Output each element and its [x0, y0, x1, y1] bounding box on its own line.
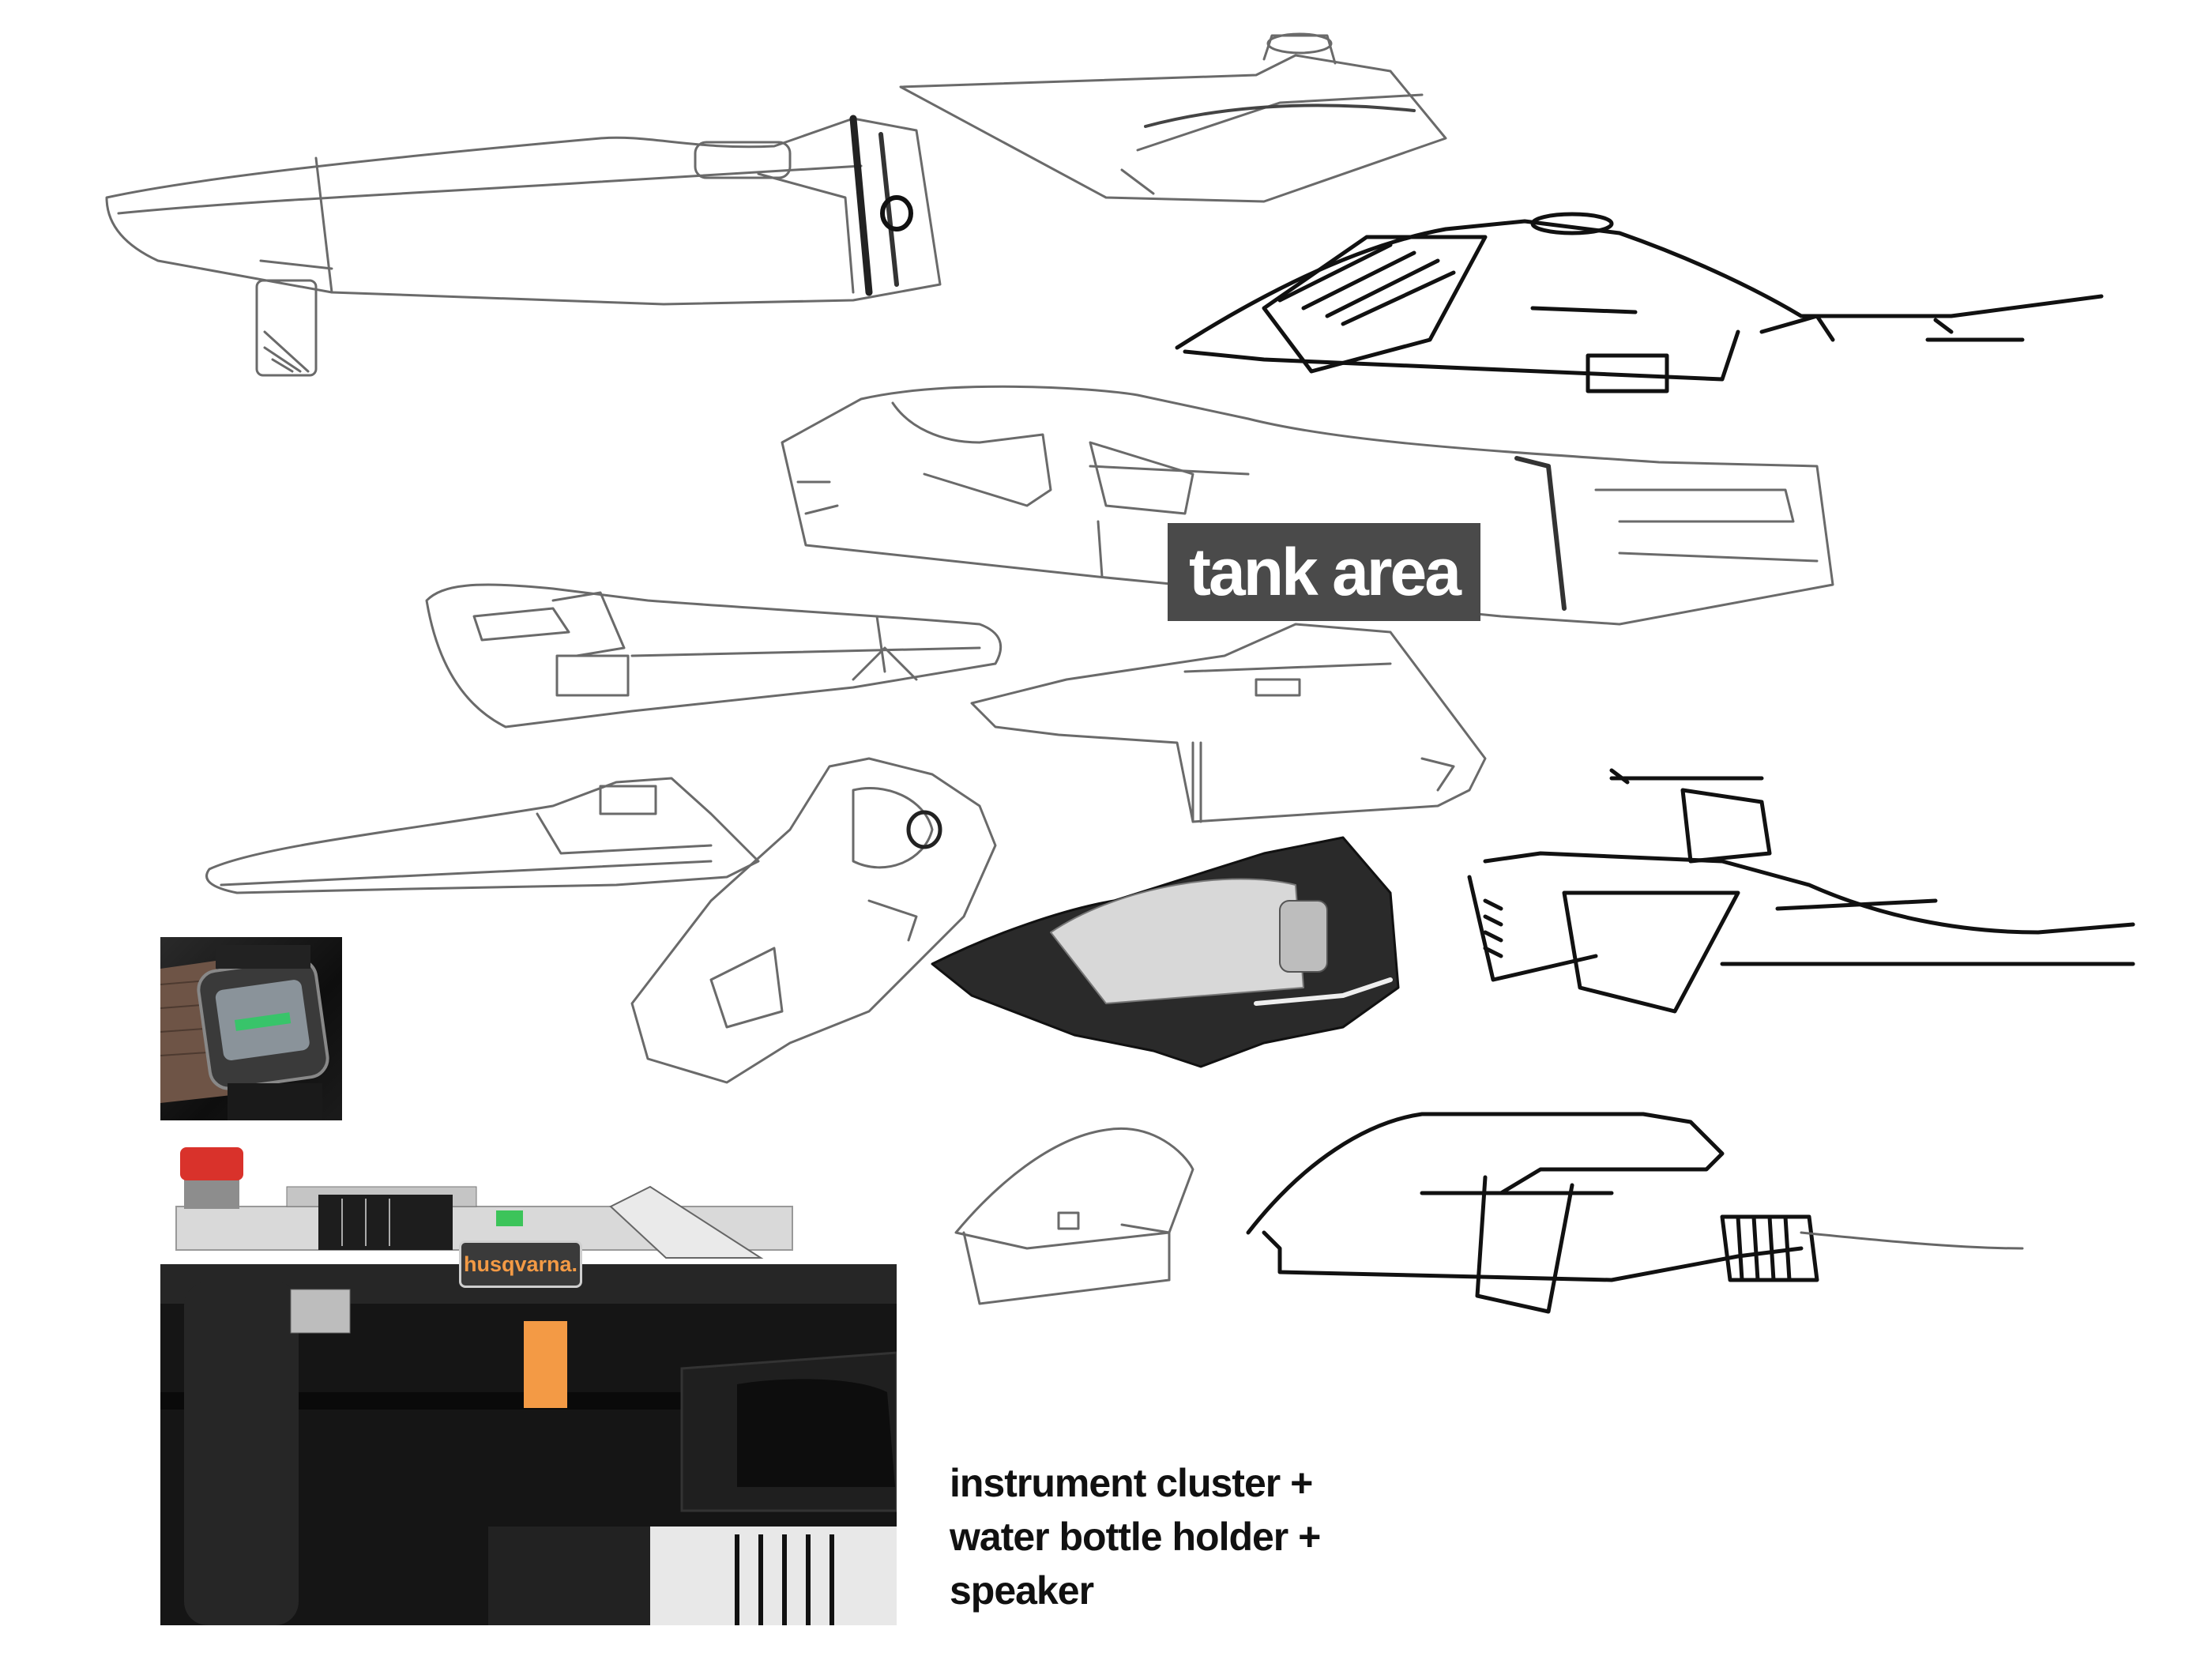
- sketch-render-shell: [931, 836, 1400, 1068]
- sketch-tank-area: [781, 385, 1834, 626]
- motorcycle-dash-render: [160, 1147, 897, 1625]
- watch-icon: [160, 945, 329, 1120]
- caption-line-3: speaker: [950, 1568, 1094, 1613]
- product-render: husqvarna.: [160, 1139, 897, 1625]
- caption: instrument cluster + water bottle holder…: [950, 1456, 1392, 1617]
- sketch-lower-left: [205, 777, 760, 894]
- sketch-top-right: [1175, 212, 2104, 393]
- sketch-left-middle: [425, 583, 1003, 728]
- sketch-bottom-wide: [1246, 1112, 2024, 1314]
- brand-plate: husqvarna.: [459, 1240, 582, 1288]
- sketch-tilted-device: [630, 757, 997, 1084]
- sketch-top-center: [899, 32, 1447, 203]
- wrist-watch-photo: [160, 937, 342, 1120]
- caption-line-2: water bottle holder +: [950, 1515, 1321, 1559]
- sketch-right-lower: [1467, 768, 2135, 1014]
- sketch-bottom-small: [954, 1127, 1194, 1305]
- sketch-center-right: [970, 623, 1487, 823]
- tank-area-label: tank area: [1168, 523, 1480, 621]
- caption-line-1: instrument cluster +: [950, 1461, 1313, 1505]
- sketch-top-left: [105, 115, 942, 377]
